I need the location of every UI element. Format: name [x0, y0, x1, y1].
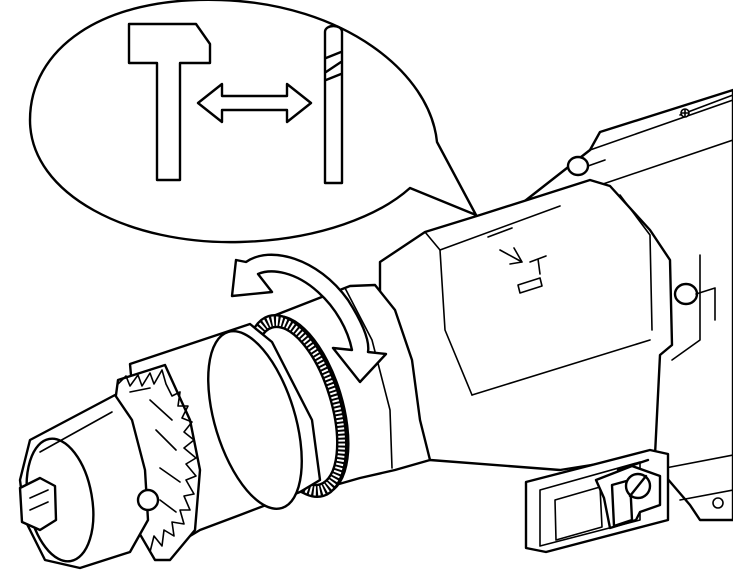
chuck-key-hole [136, 488, 160, 512]
double-arrow-icon [196, 82, 313, 124]
mode-marking [487, 227, 547, 294]
gear-housing [378, 178, 674, 554]
hammer-icon [127, 22, 212, 182]
drill-chuck [18, 363, 202, 570]
housing-peg [566, 155, 590, 177]
drill-bit-icon [323, 24, 344, 185]
curved-rotation-arrow-icon [230, 253, 388, 384]
speech-bubble-icon [28, 0, 478, 244]
mode-switch [524, 448, 670, 554]
housing-peg [673, 282, 699, 306]
